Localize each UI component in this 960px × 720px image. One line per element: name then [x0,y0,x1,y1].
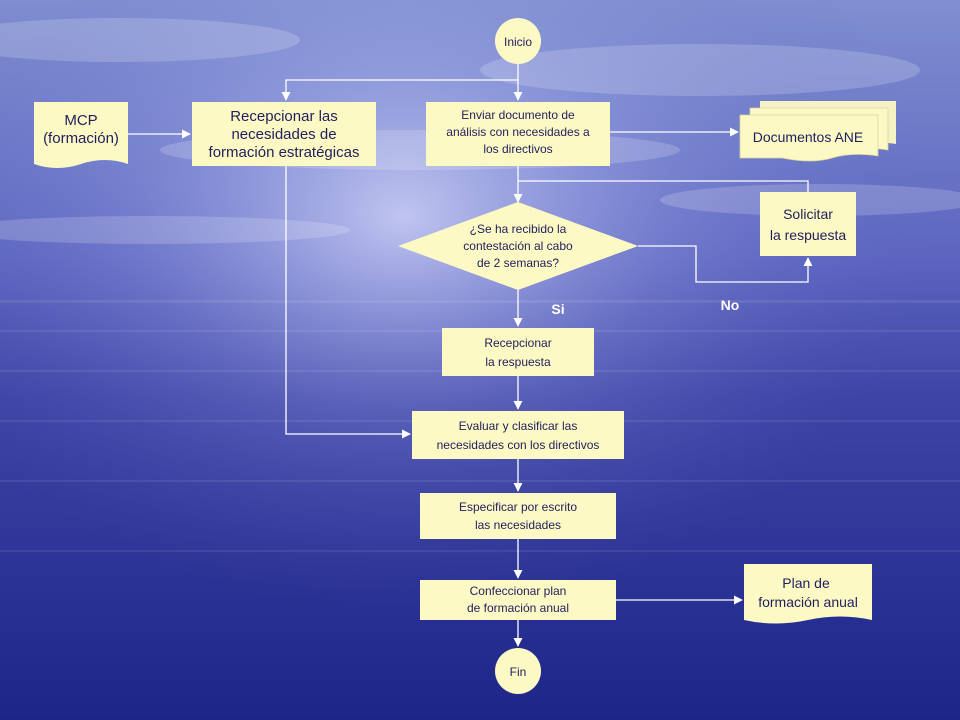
mcp-label-line-2: (formación) [43,130,119,147]
documentos-ane-label: Documentos ANE [753,129,864,145]
documentos-ane-node: Documentos ANE [739,101,896,162]
recepcionar-respuesta-line-2: la respuesta [485,355,551,369]
recepcionar-necesidades-node: Recepcionar las necesidades de formación… [192,102,376,166]
solicitar-respuesta-line-1: Solicitar [783,206,833,222]
especificar-node: Especificar por escrito las necesidades [420,493,616,539]
enviar-documento-line-2: análisis con necesidades a [446,125,590,139]
mcp-document-node: MCP (formación) [34,102,128,168]
plan-formacion-line-2: formación anual [758,594,858,610]
especificar-line-1: Especificar por escrito [459,500,577,514]
confeccionar-node: Confeccionar plan de formación anual [420,580,616,620]
end-node: Fin [495,648,541,694]
connector-loop-to-recepcionar [281,79,518,101]
especificar-line-2: las necesidades [475,518,561,532]
start-node: Inicio [495,18,541,64]
decision-line-1: ¿Se ha recibido la [470,222,567,236]
enviar-documento-line-1: Enviar documento de [461,108,575,122]
recepcionar-respuesta-line-1: Recepcionar [484,336,551,350]
plan-formacion-line-1: Plan de [782,575,830,591]
decision-line-3: de 2 semanas? [477,256,559,270]
edge-label-no: No [721,297,740,313]
evaluar-line-1: Evaluar y clasificar las [459,419,578,433]
plan-formacion-document-node: Plan de formación anual [744,564,872,624]
edge-label-yes: Si [551,301,564,317]
decision-node: ¿Se ha recibido la contestación al cabo … [398,202,638,290]
end-node-label: Fin [510,665,527,679]
enviar-documento-line-3: los directivos [483,142,552,156]
recepcionar-respuesta-node: Recepcionar la respuesta [442,328,594,376]
connector-decision-no [638,245,813,283]
enviar-documento-node: Enviar documento de análisis con necesid… [426,102,610,166]
solicitar-respuesta-line-2: la respuesta [770,227,846,243]
recepcionar-necesidades-line-1: Recepcionar las [230,108,338,125]
confeccionar-line-2: de formación anual [467,601,569,615]
confeccionar-line-1: Confeccionar plan [470,584,567,598]
connector-solicitar-loop [518,180,809,192]
recepcionar-necesidades-line-2: necesidades de [231,126,336,143]
connector-necesidades-to-evaluar [285,166,411,439]
decision-line-2: contestación al cabo [463,239,573,253]
connectors [128,64,813,647]
mcp-label-line-1: MCP [64,112,97,129]
recepcionar-necesidades-line-3: formación estratégicas [209,144,360,161]
evaluar-line-2: necesidades con los directivos [437,438,600,452]
solicitar-respuesta-node: Solicitar la respuesta [760,192,856,256]
evaluar-node: Evaluar y clasificar las necesidades con… [412,411,624,459]
start-node-label: Inicio [504,35,532,49]
